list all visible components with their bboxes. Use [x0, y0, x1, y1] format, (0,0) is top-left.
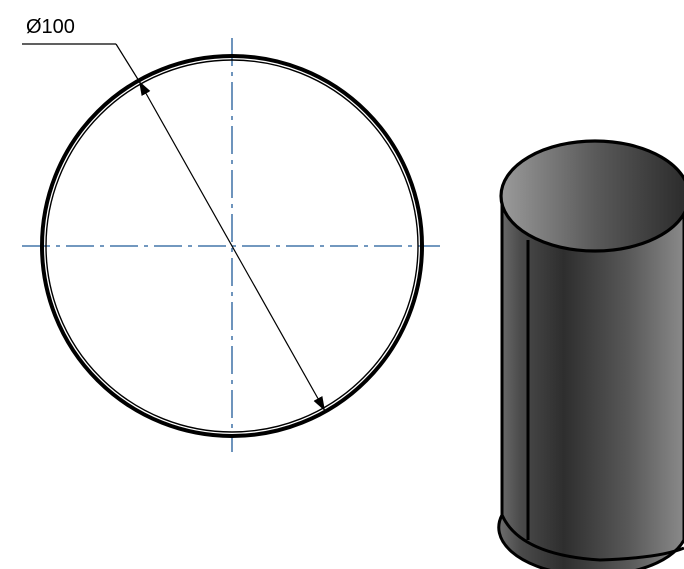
circle-outline-outer	[40, 54, 424, 438]
cylinder-top-opening	[499, 139, 684, 253]
dimension-line	[138, 80, 326, 412]
cylinder-bottom-rim	[500, 514, 684, 562]
circle-outline-inner	[45, 59, 419, 433]
diameter-dimension: Ø100	[22, 16, 326, 412]
cylinder-iso-view	[497, 139, 684, 569]
leader-line	[115, 43, 140, 82]
diameter-label: Ø100	[26, 16, 75, 38]
cylinder-body	[497, 194, 684, 569]
